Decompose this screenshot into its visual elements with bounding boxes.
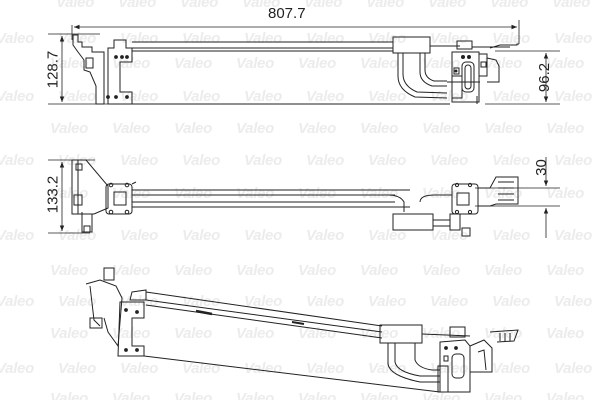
dimension-top-left-height: 133.2: [44, 175, 62, 214]
top-view: [48, 157, 560, 238]
front-view: [48, 20, 560, 105]
dimension-front-left-height: 128.7: [44, 50, 62, 89]
isometric-view: [85, 267, 519, 393]
dimension-front-right-height: 96.2: [536, 62, 554, 93]
dimension-overall-length: 807.7: [268, 5, 306, 22]
dimension-top-connector-offset: 30: [532, 159, 550, 176]
